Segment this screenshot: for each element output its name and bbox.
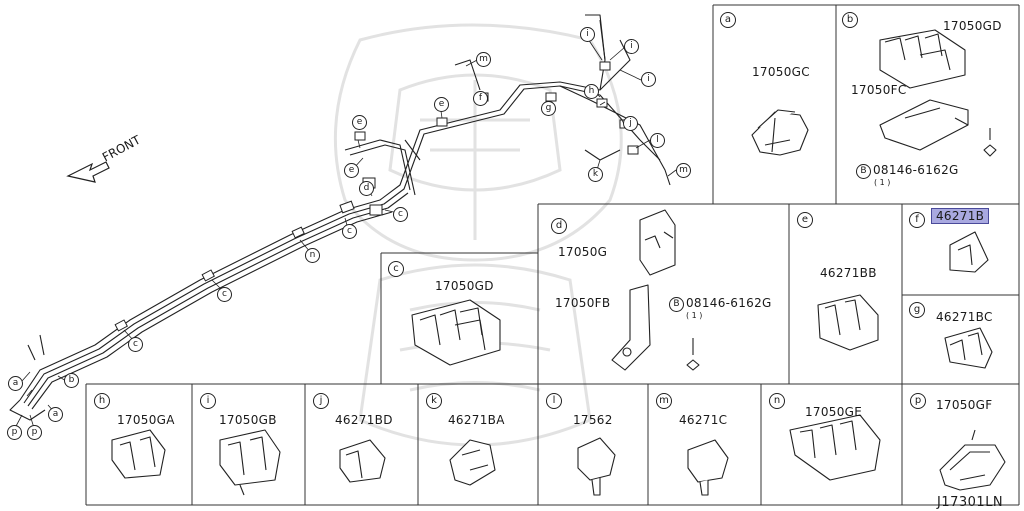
route-callout-n: n — [305, 248, 320, 263]
route-callout-p2: p — [27, 425, 42, 440]
panel-p-part[interactable]: 17050GF — [936, 398, 993, 412]
watermark-emblem — [333, 23, 623, 447]
panel-h-part[interactable]: 17050GA — [117, 413, 175, 427]
panel-c-key: c — [388, 261, 404, 277]
panel-n-key: n — [769, 393, 785, 409]
route-callout-e1: e — [344, 163, 359, 178]
panel-h-key: h — [94, 393, 110, 409]
panel-d-part1[interactable]: 17050G — [558, 245, 608, 259]
route-callout-f: f — [473, 91, 488, 106]
route-callout-a2: a — [48, 407, 63, 422]
route-callout-c4: c — [393, 207, 408, 222]
route-callout-l: l — [650, 133, 665, 148]
panel-f-part[interactable]: 46271B — [931, 208, 990, 224]
route-callout-p1: p — [7, 425, 22, 440]
panel-b-key: b — [842, 12, 858, 28]
panel-j-key: j — [313, 393, 329, 409]
panel-b-bolt-key: B — [856, 164, 871, 179]
route-callout-a1: a — [8, 376, 23, 391]
front-arrow-icon — [66, 161, 110, 183]
panel-n-part[interactable]: 17050GE — [805, 405, 863, 419]
panel-b-bolt[interactable]: 08146-6162G — [873, 163, 959, 177]
panel-a-part[interactable]: 17050GC — [752, 65, 810, 79]
panel-e-key: e — [797, 212, 813, 228]
panel-d-bolt[interactable]: 08146-6162G — [686, 296, 772, 310]
route-callout-i1: i — [580, 27, 595, 42]
route-callout-b: b — [64, 373, 79, 388]
panel-b-part1[interactable]: 17050GD — [943, 19, 1002, 33]
panel-a-key: a — [720, 12, 736, 28]
panel-b-qty: ( 1 ) — [874, 178, 891, 187]
route-callout-e2: e — [352, 115, 367, 130]
route-callout-e3: e — [434, 97, 449, 112]
panel-d-bolt-key: B — [669, 297, 684, 312]
route-callout-i3: i — [641, 72, 656, 87]
panel-g-part[interactable]: 46271BC — [936, 310, 993, 324]
route-callout-c1: c — [128, 337, 143, 352]
panel-m-key: m — [656, 393, 672, 409]
panel-i-part[interactable]: 17050GB — [219, 413, 277, 427]
panel-l-part[interactable]: 17562 — [573, 413, 613, 427]
diagram-code: J17301LN — [937, 495, 1004, 510]
panel-e-part[interactable]: 46271BB — [820, 266, 877, 280]
panel-f-key: f — [909, 212, 925, 228]
panel-k-part[interactable]: 46271BA — [448, 413, 505, 427]
panel-grid — [85, 4, 1020, 506]
route-callout-d: d — [359, 181, 374, 196]
route-callout-m2: m — [676, 163, 691, 178]
panel-c-part[interactable]: 17050GD — [435, 279, 494, 293]
route-callout-g: g — [541, 101, 556, 116]
panel-j-part[interactable]: 46271BD — [335, 413, 393, 427]
panel-g-key: g — [909, 302, 925, 318]
panel-d-key: d — [551, 218, 567, 234]
panel-l-key: l — [546, 393, 562, 409]
route-callout-c3: c — [342, 224, 357, 239]
route-callout-j: j — [623, 116, 638, 131]
route-callout-h: h — [584, 84, 599, 99]
route-callout-c2: c — [217, 287, 232, 302]
panel-d-part2[interactable]: 17050FB — [555, 296, 611, 310]
route-callout-i2: i — [624, 39, 639, 54]
part-drawings — [111, 29, 1006, 496]
panel-k-key: k — [426, 393, 442, 409]
panel-m-part[interactable]: 46271C — [679, 413, 728, 427]
brake-tube-routing — [9, 14, 671, 421]
panel-i-key: i — [200, 393, 216, 409]
panel-b-part2[interactable]: 17050FC — [851, 83, 907, 97]
panel-d-qty: ( 1 ) — [686, 311, 703, 320]
route-callout-m1: m — [476, 52, 491, 67]
route-callout-k: k — [588, 167, 603, 182]
panel-p-key: p — [910, 393, 926, 409]
